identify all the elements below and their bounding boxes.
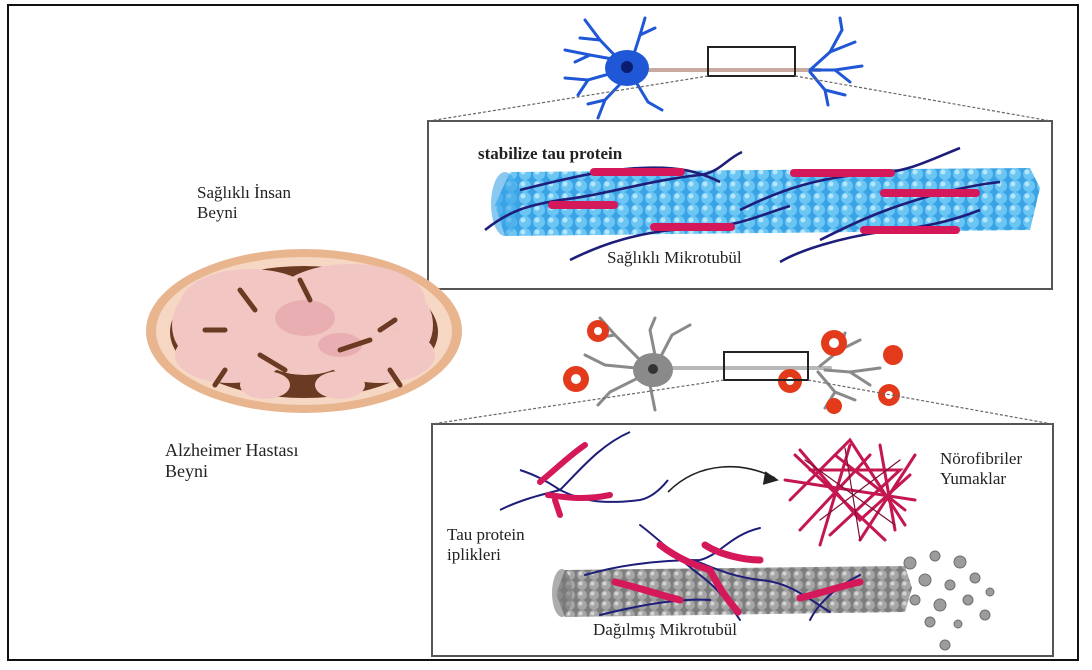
- tau-protein-threads: [500, 432, 668, 515]
- stabilized-tau-label: stabilize tau protein: [478, 144, 622, 164]
- aggregation-arrow: [668, 467, 777, 492]
- healthy-neuron-nucleus: [621, 61, 633, 73]
- neurofibrillary-tangles-label: Nörofibriler Yumaklar: [940, 449, 1022, 488]
- healthy-microtubule-label: Sağlıklı Mikrotubül: [607, 248, 742, 268]
- brain-cross-section: [146, 249, 462, 413]
- tau-threads-label: Tau protein iplikleri: [447, 525, 525, 564]
- disintegrated-microtubule-label: Dağılmış Mikrotubül: [593, 620, 737, 640]
- diseased-neuron-nucleus: [648, 364, 658, 374]
- neurofibrillary-tangles: [785, 440, 915, 545]
- free-tubulin-beads: [904, 551, 994, 650]
